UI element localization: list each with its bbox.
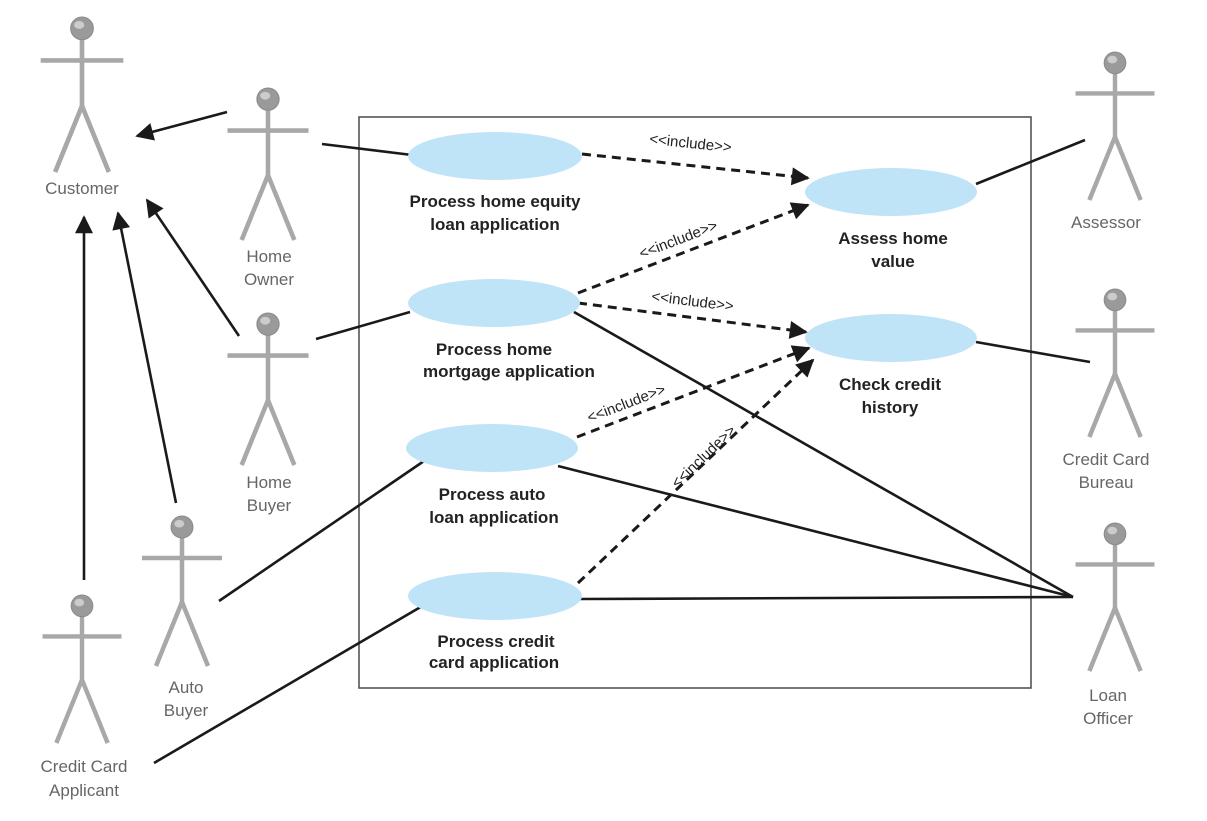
use-case-ellipse xyxy=(805,314,977,362)
assoc-home-buyer-mortgage xyxy=(315,310,411,341)
use-case-label: mortgage application xyxy=(423,362,595,381)
use-case-label: Process auto xyxy=(439,485,546,504)
actor-credit-card-bureau[interactable]: Credit Card Bureau xyxy=(1063,288,1155,492)
actor-loan-officer[interactable]: Loan Officer xyxy=(1075,522,1155,728)
assoc-cc-applicant-credit-card xyxy=(153,603,425,765)
stick-figure-icon xyxy=(40,16,124,173)
use-case-label: loan application xyxy=(430,215,559,234)
include-labels: <<include>> <<include>> <<include>> <<in… xyxy=(585,131,740,492)
actor-label: Owner xyxy=(244,270,294,289)
use-case-label: loan application xyxy=(429,508,558,527)
actor-label: Credit Card xyxy=(41,757,128,776)
assoc-loan-officer-mortgage xyxy=(573,310,1074,599)
use-case-ellipse xyxy=(408,132,582,180)
actor-assessor[interactable]: Assessor xyxy=(1071,51,1155,232)
use-case-label: Assess home xyxy=(838,229,948,248)
use-case-label: Process credit xyxy=(437,632,555,651)
use-cases: Process home equity loan application Pro… xyxy=(406,132,977,672)
actor-label: Loan xyxy=(1089,686,1127,705)
generalization-arrows xyxy=(75,110,241,580)
actor-credit-card-applicant[interactable]: Credit Card Applicant xyxy=(41,594,128,800)
use-case-mortgage[interactable]: Process home mortgage application xyxy=(408,279,595,381)
stick-figure-icon xyxy=(142,515,222,667)
actor-label: Bureau xyxy=(1079,473,1134,492)
use-case-assess-home-value[interactable]: Assess home value xyxy=(805,168,977,271)
use-case-ellipse xyxy=(805,168,977,216)
include-label-3: <<include>> xyxy=(651,288,735,315)
stick-figure-icon xyxy=(1075,522,1155,672)
use-case-ellipse xyxy=(408,279,580,327)
use-case-label: value xyxy=(871,252,914,271)
use-case-credit-card[interactable]: Process credit card application xyxy=(408,572,582,672)
include-credit-card-credit xyxy=(576,358,815,585)
actor-label: Home xyxy=(246,247,291,266)
actor-label: Auto xyxy=(169,678,204,697)
associations xyxy=(153,138,1091,765)
actor-home-buyer[interactable]: Home Buyer xyxy=(227,312,309,515)
actor-auto-buyer[interactable]: Auto Buyer xyxy=(142,515,222,720)
actor-label: Buyer xyxy=(164,701,209,720)
use-case-auto-loan[interactable]: Process auto loan application xyxy=(406,424,578,527)
gen-auto-buyer-customer xyxy=(112,211,178,504)
include-mortgage-assess xyxy=(577,202,810,295)
include-label-1: <<include>> xyxy=(649,131,733,157)
actor-label: Assessor xyxy=(1071,213,1141,232)
use-case-ellipse xyxy=(408,572,582,620)
assoc-assessor-assess xyxy=(975,138,1086,186)
stick-figure-icon xyxy=(227,312,309,466)
actor-label: Buyer xyxy=(247,496,292,515)
actor-home-owner[interactable]: Home Owner xyxy=(227,87,309,289)
actor-label: Applicant xyxy=(49,781,119,800)
assoc-home-owner-equity xyxy=(321,142,413,157)
actor-label: Officer xyxy=(1083,709,1133,728)
use-case-label: Check credit xyxy=(839,375,941,394)
include-label-5: <<include>> xyxy=(668,422,739,492)
use-case-label: Process home xyxy=(436,340,552,359)
use-case-label: Process home equity xyxy=(409,192,581,211)
assoc-bureau-credit-history xyxy=(975,340,1091,364)
assoc-loan-officer-auto-loan xyxy=(557,464,1074,599)
use-case-label: history xyxy=(862,398,919,417)
actor-customer[interactable]: Customer xyxy=(40,16,124,198)
actor-label: Home xyxy=(246,473,291,492)
gen-home-owner-customer xyxy=(135,110,228,141)
include-equity-assess xyxy=(581,152,810,186)
use-case-label: card application xyxy=(429,653,559,672)
gen-home-buyer-customer xyxy=(145,198,241,337)
stick-figure-icon xyxy=(1075,288,1155,438)
actor-label: Customer xyxy=(45,179,119,198)
stick-figure-icon xyxy=(42,594,122,744)
include-mortgage-credit xyxy=(577,301,808,339)
assoc-loan-officer-credit-card xyxy=(579,595,1074,601)
use-case-ellipse xyxy=(406,424,578,472)
stick-figure-icon xyxy=(227,87,309,241)
include-auto-credit xyxy=(576,345,811,439)
system-boundary xyxy=(358,116,1032,689)
stick-figure-icon xyxy=(1075,51,1155,201)
include-dependencies xyxy=(576,152,815,585)
include-label-4: <<include>> xyxy=(585,381,668,427)
use-case-home-equity[interactable]: Process home equity loan application xyxy=(408,132,582,234)
assoc-auto-buyer-auto-loan xyxy=(218,459,425,603)
actors: Customer Home Owner Home Buyer Auto Buye… xyxy=(40,16,1155,800)
use-case-check-credit-history[interactable]: Check credit history xyxy=(805,314,977,417)
actor-label: Credit Card xyxy=(1063,450,1150,469)
